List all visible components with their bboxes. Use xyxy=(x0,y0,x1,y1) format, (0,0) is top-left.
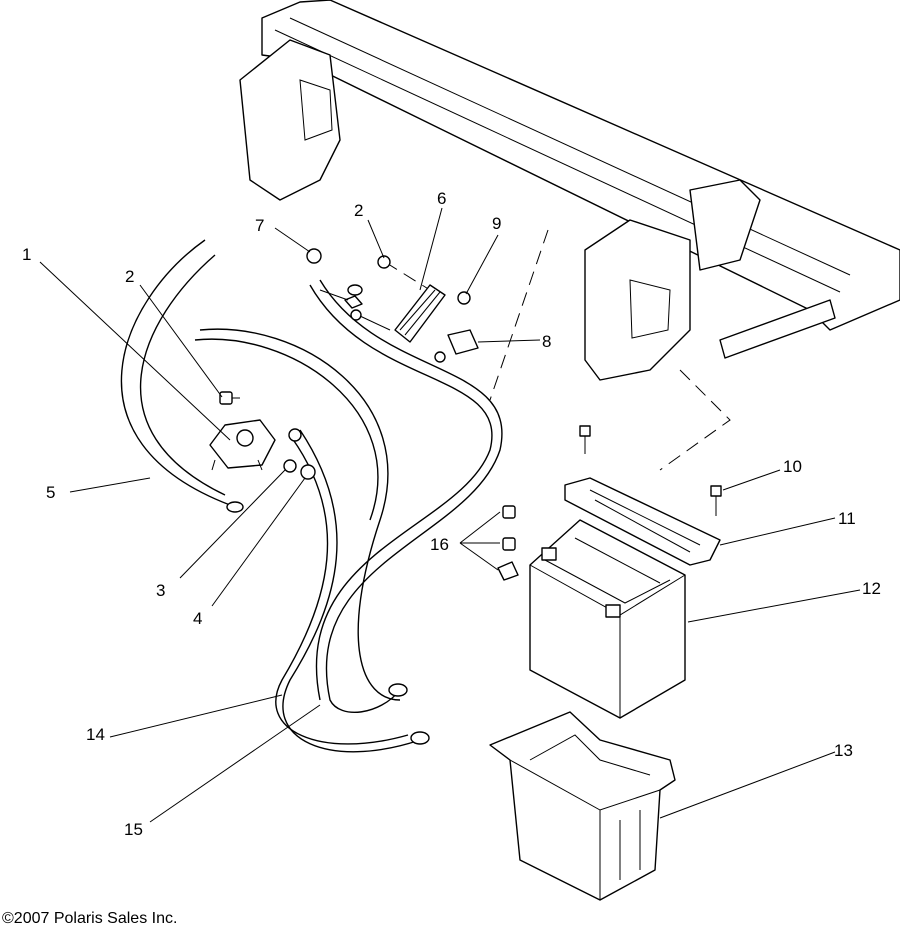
callout-8: 8 xyxy=(542,332,551,351)
cable-stud xyxy=(434,351,446,363)
cable-14-inner xyxy=(275,437,409,745)
cable-long-inner xyxy=(194,338,379,521)
vehicle-frame xyxy=(239,0,900,381)
callout-3: 3 xyxy=(156,581,165,600)
cable-15-inner xyxy=(309,284,493,701)
callout-7: 7 xyxy=(255,216,264,235)
cable-5-inner xyxy=(139,254,226,496)
callout-9: 9 xyxy=(492,214,501,233)
callout-15: 15 xyxy=(124,820,143,839)
copyright-notice: ©2007 Polaris Sales Inc. xyxy=(2,910,178,927)
strap-part-11 xyxy=(564,477,721,566)
terminal-end-14 xyxy=(410,731,430,745)
nut-part-7 xyxy=(306,248,363,309)
callout-5: 5 xyxy=(46,483,55,502)
routing-line-right xyxy=(659,369,731,471)
cable-14 xyxy=(282,429,421,753)
terminal-end-15 xyxy=(388,683,408,697)
hardware-part-16 xyxy=(497,505,519,581)
callout-16: 16 xyxy=(430,535,449,554)
callout-11: 11 xyxy=(838,509,856,528)
routing-line-left xyxy=(489,229,549,401)
terminal-end-top xyxy=(347,284,363,296)
terminal-bolt xyxy=(288,428,302,442)
bolt-part-10 xyxy=(710,485,722,516)
terminal-end-5 xyxy=(226,501,244,513)
battery-box-part-13 xyxy=(489,711,676,901)
cable-long xyxy=(199,328,401,701)
fuse-holder-part-8 xyxy=(447,329,479,355)
callout-10: 10 xyxy=(783,457,802,476)
routing-line-bolt xyxy=(384,261,431,291)
solenoid-part-1 xyxy=(209,419,276,471)
bolt-part-10b xyxy=(579,425,591,454)
callout-13: 13 xyxy=(834,741,853,760)
nut-part-4 xyxy=(300,464,316,480)
battery-part-12 xyxy=(529,519,686,719)
washer-part-3 xyxy=(283,459,297,473)
fuse-block-part-6 xyxy=(394,284,446,343)
cable-5 xyxy=(120,239,231,506)
nut-part-9 xyxy=(457,291,471,305)
callout-12: 12 xyxy=(862,579,881,598)
bolt-part-7b xyxy=(350,309,391,331)
callout-6: 6 xyxy=(437,189,446,208)
callout-4: 4 xyxy=(193,609,202,628)
cable-15 xyxy=(319,279,503,714)
leader-lines xyxy=(39,207,861,823)
bolt-part-2-left xyxy=(219,391,240,405)
nut-part-2-top xyxy=(377,255,391,269)
callout-14: 14 xyxy=(86,725,105,744)
callout-2-top: 2 xyxy=(354,201,363,220)
callout-2-left: 2 xyxy=(125,267,134,286)
callout-1: 1 xyxy=(22,245,31,264)
